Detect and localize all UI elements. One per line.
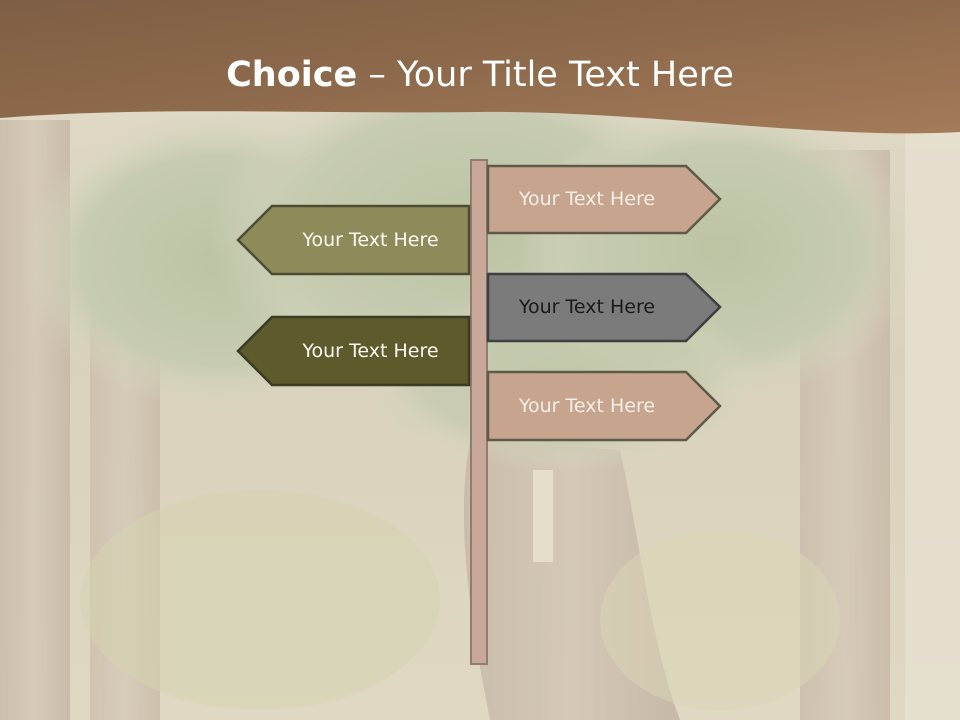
signpost-pole	[470, 159, 488, 665]
sign-arrow-left-1[interactable]	[236, 204, 471, 276]
sign-arrow-right-1[interactable]	[486, 164, 722, 235]
sign-label-right-3: Your Text Here	[518, 395, 656, 417]
sign-label-left-2: Your Text Here	[302, 340, 439, 362]
sign-label-left-1: Your Text Here	[302, 229, 439, 251]
sign-label-right-1: Your Text Here	[518, 188, 656, 210]
sign-arrow-left-2[interactable]	[236, 315, 471, 387]
title-rest-text: – Your Title Text Here	[357, 55, 734, 95]
sign-label-right-2: Your Text Here	[518, 296, 656, 318]
sign-arrow-right-3[interactable]	[486, 370, 722, 442]
sign-arrow-right-2[interactable]	[486, 272, 722, 343]
title-band	[0, 0, 960, 134]
slide-title: Choice – Your Title Text Here	[0, 50, 960, 100]
title-bold-text: Choice	[226, 55, 358, 95]
